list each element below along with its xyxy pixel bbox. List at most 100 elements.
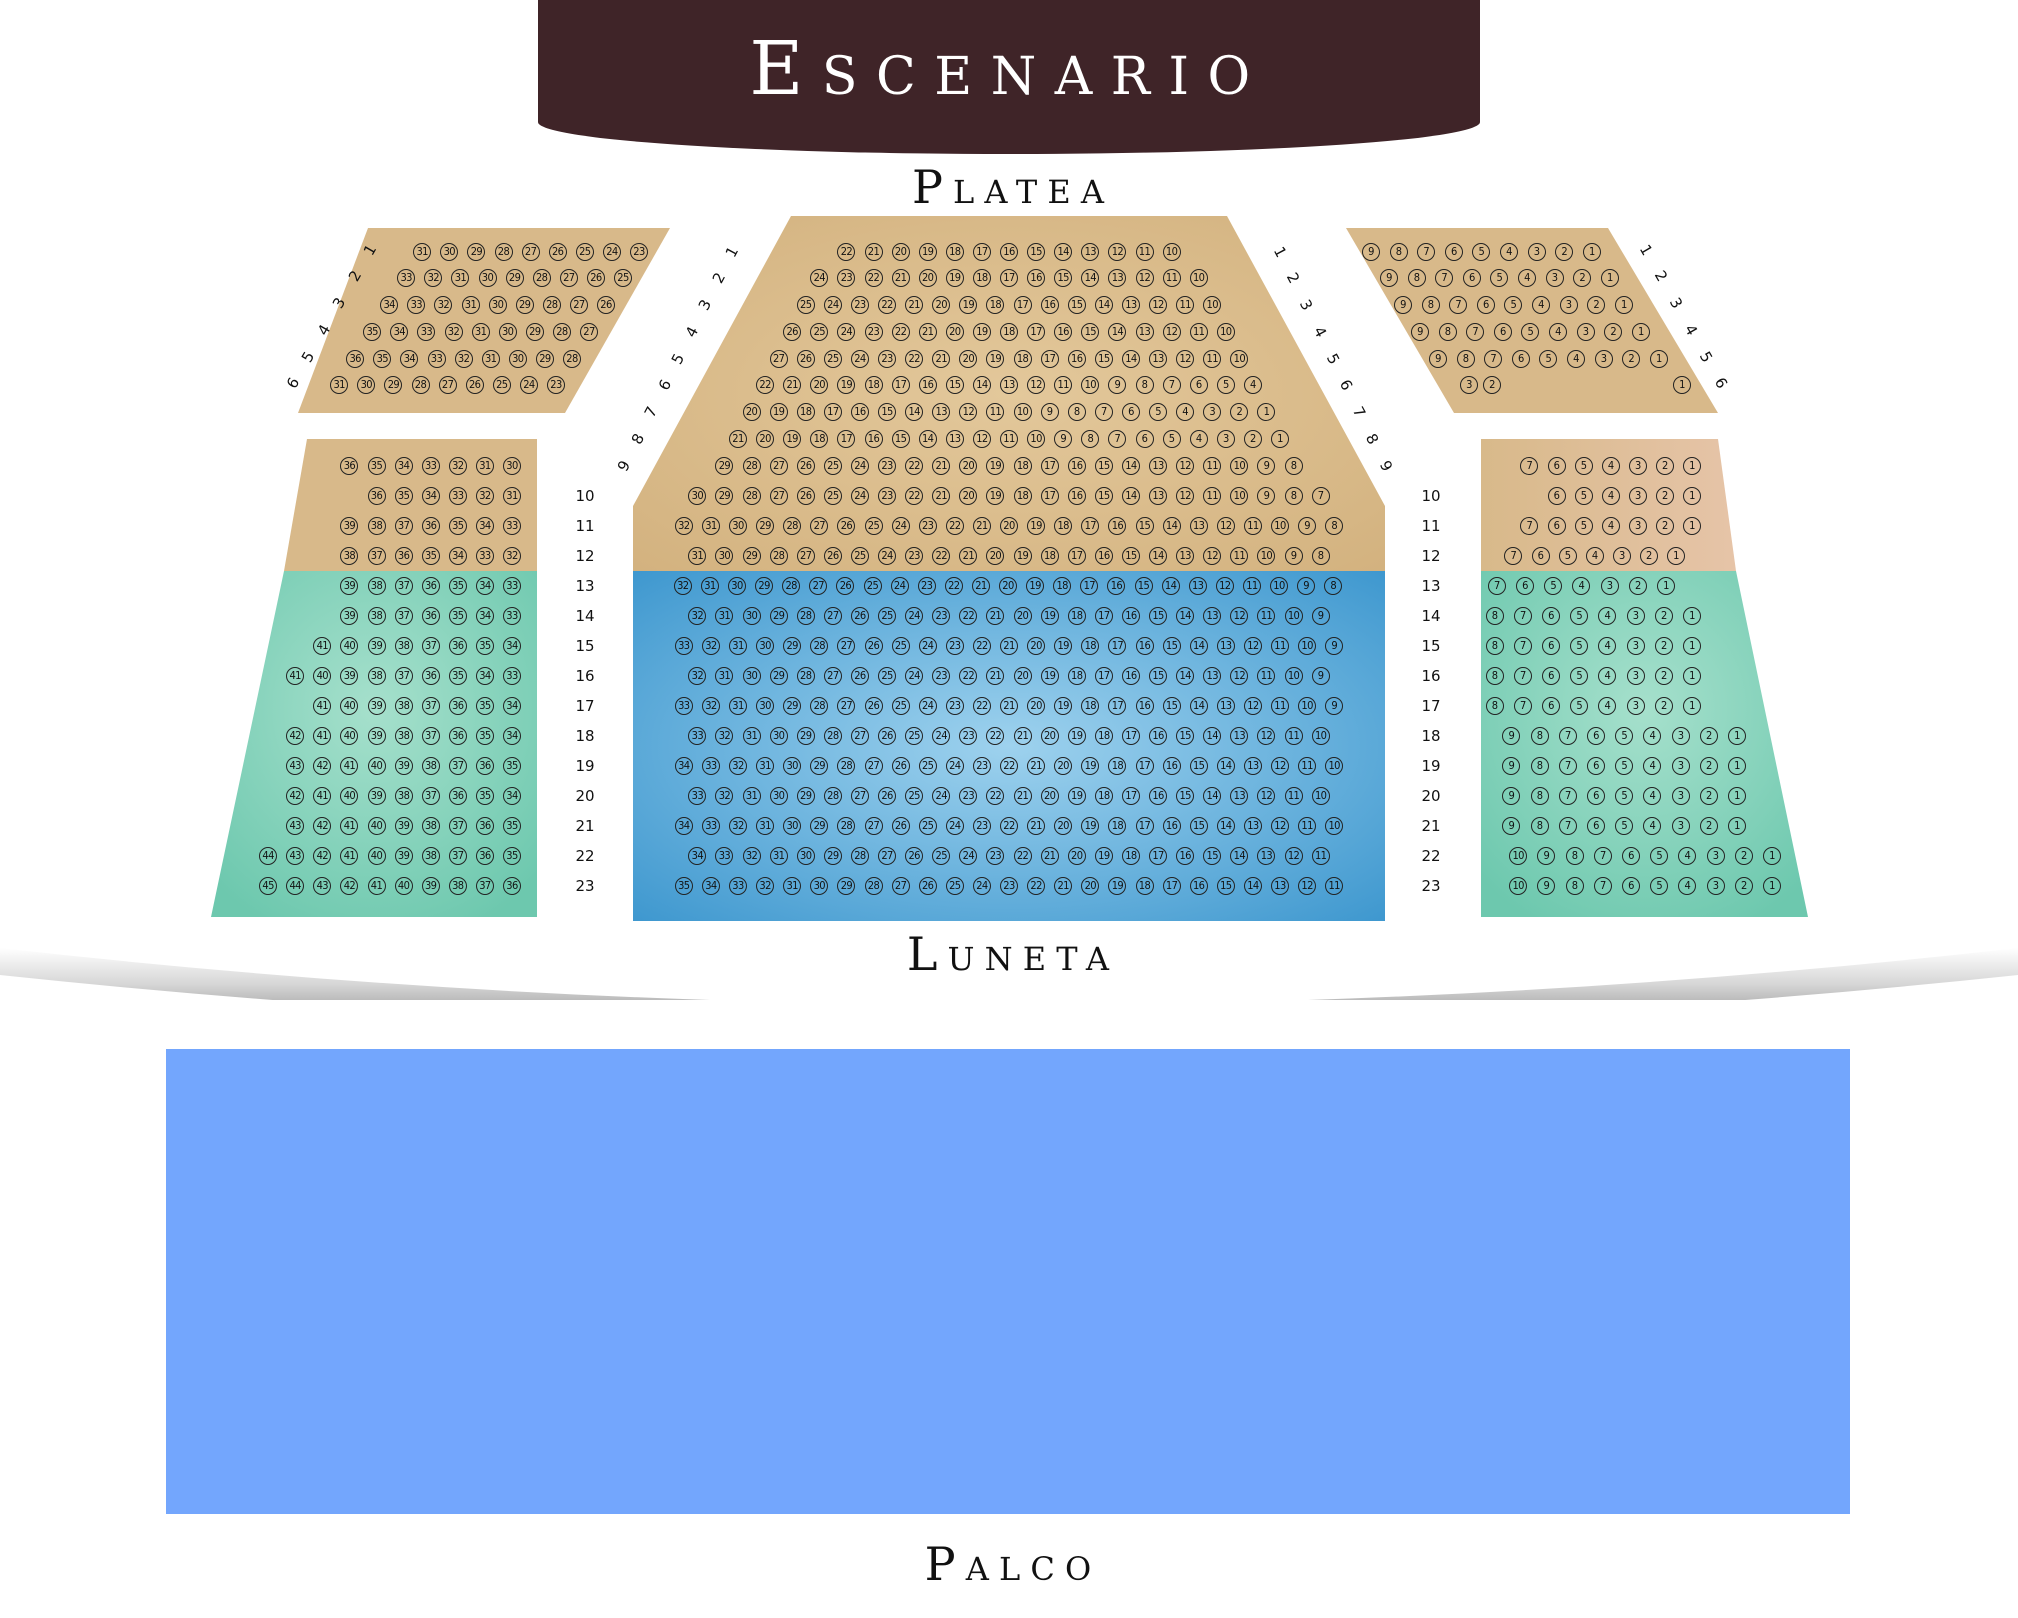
seat[interactable]: 10 (1162, 243, 1181, 261)
seat[interactable]: 16 (1149, 787, 1168, 805)
seat[interactable]: 13 (1121, 296, 1140, 314)
seat[interactable]: 41 (340, 817, 359, 835)
seat[interactable]: 7 (1520, 517, 1539, 535)
seat[interactable]: 32 (701, 697, 720, 715)
seat[interactable]: 33 (503, 577, 521, 595)
seat[interactable]: 13 (1176, 547, 1195, 565)
seat[interactable]: 6 (1542, 607, 1560, 625)
seat[interactable]: 6 (1511, 350, 1530, 368)
seat[interactable]: 24 (918, 697, 937, 715)
seat[interactable]: 20 (1081, 877, 1100, 895)
seat[interactable]: 21 (932, 350, 951, 368)
seat[interactable]: 43 (286, 847, 305, 865)
seat[interactable]: 22 (891, 323, 910, 341)
seat[interactable]: 2 (1699, 757, 1718, 775)
seat[interactable]: 27 (864, 757, 883, 775)
seat[interactable]: 28 (411, 376, 430, 394)
seat[interactable]: 28 (837, 817, 856, 835)
seat[interactable]: 6 (1476, 296, 1495, 314)
seat[interactable]: 38 (367, 517, 386, 535)
seat[interactable]: 3 (1671, 817, 1690, 835)
seat[interactable]: 24 (823, 296, 842, 314)
seat[interactable]: 14 (1189, 697, 1208, 715)
seat[interactable]: 36 (448, 727, 467, 745)
seat[interactable]: 19 (972, 323, 991, 341)
seat[interactable]: 43 (286, 817, 305, 835)
seat[interactable]: 22 (905, 487, 924, 505)
seat[interactable]: 37 (421, 637, 440, 655)
seat[interactable]: 34 (503, 697, 521, 715)
seat[interactable]: 15 (1054, 269, 1073, 287)
seat[interactable]: 26 (864, 637, 883, 655)
seat[interactable]: 14 (972, 376, 991, 394)
seat[interactable]: 4 (1601, 517, 1620, 535)
seat[interactable]: 2 (1655, 517, 1674, 535)
seat[interactable]: 23 (918, 517, 937, 535)
seat[interactable]: 16 (918, 376, 937, 394)
seat[interactable]: 43 (313, 877, 332, 895)
seat[interactable]: 37 (448, 847, 467, 865)
seat[interactable]: 20 (959, 457, 978, 475)
seat[interactable]: 14 (1149, 547, 1168, 565)
seat[interactable]: 7 (1593, 877, 1612, 895)
seat[interactable]: 42 (286, 787, 305, 805)
seat[interactable]: 30 (508, 350, 527, 368)
seat[interactable]: 15 (1189, 757, 1208, 775)
seat[interactable]: 2 (1639, 547, 1658, 565)
seat[interactable]: 11 (986, 403, 1005, 421)
seat[interactable]: 28 (769, 547, 788, 565)
seat[interactable]: 17 (1094, 667, 1113, 685)
seat[interactable]: 30 (769, 787, 788, 805)
seat[interactable]: 31 (330, 376, 349, 394)
seat[interactable]: 20 (1027, 637, 1046, 655)
seat[interactable]: 14 (905, 403, 924, 421)
seat[interactable]: 20 (1013, 607, 1032, 625)
seat[interactable]: 37 (394, 607, 413, 625)
seat[interactable]: 27 (769, 457, 788, 475)
seat[interactable]: 16 (1135, 637, 1154, 655)
seat[interactable]: 23 (986, 847, 1005, 865)
seat[interactable]: 23 (959, 787, 978, 805)
seat[interactable]: 33 (397, 269, 416, 287)
seat[interactable]: 5 (1574, 487, 1593, 505)
seat[interactable]: 40 (367, 817, 386, 835)
seat[interactable]: 9 (1429, 350, 1447, 368)
seat[interactable]: 3 (1706, 847, 1725, 865)
seat[interactable]: 2 (1243, 430, 1262, 448)
seat[interactable]: 11 (1135, 243, 1154, 261)
seat[interactable]: 1 (1673, 376, 1691, 394)
seat[interactable]: 18 (1053, 577, 1072, 595)
seat[interactable]: 27 (580, 323, 598, 341)
seat[interactable]: 14 (918, 430, 937, 448)
seat[interactable]: 9 (1311, 607, 1330, 625)
seat[interactable]: 8 (1284, 487, 1303, 505)
seat[interactable]: 3 (1594, 350, 1613, 368)
seat[interactable]: 32 (729, 817, 747, 835)
seat[interactable]: 22 (986, 727, 1005, 745)
seat[interactable]: 8 (1325, 517, 1344, 535)
seat[interactable]: 17 (823, 403, 842, 421)
seat[interactable]: 34 (475, 517, 494, 535)
seat[interactable]: 33 (688, 727, 707, 745)
seat[interactable]: 3 (1671, 787, 1690, 805)
seat[interactable]: 29 (823, 847, 842, 865)
seat[interactable]: 35 (503, 757, 521, 775)
seat[interactable]: 17 (1040, 487, 1059, 505)
seat[interactable]: 34 (688, 847, 707, 865)
seat[interactable]: 41 (340, 757, 359, 775)
seat[interactable]: 33 (427, 350, 446, 368)
seat[interactable]: 8 (1530, 727, 1549, 745)
seat[interactable]: 24 (918, 637, 937, 655)
seat[interactable]: 13 (1257, 847, 1276, 865)
seat[interactable]: 29 (515, 296, 534, 314)
seat[interactable]: 23 (959, 727, 978, 745)
seat[interactable]: 26 (823, 547, 842, 565)
seat[interactable]: 10 (1298, 637, 1317, 655)
seat[interactable]: 30 (488, 296, 507, 314)
seat[interactable]: 6 (1542, 637, 1560, 655)
seat[interactable]: 14 (1203, 727, 1222, 745)
seat[interactable]: 2 (1699, 727, 1718, 745)
seat[interactable]: 38 (421, 757, 440, 775)
seat[interactable]: 6 (1444, 243, 1463, 261)
seat[interactable]: 20 (959, 350, 978, 368)
